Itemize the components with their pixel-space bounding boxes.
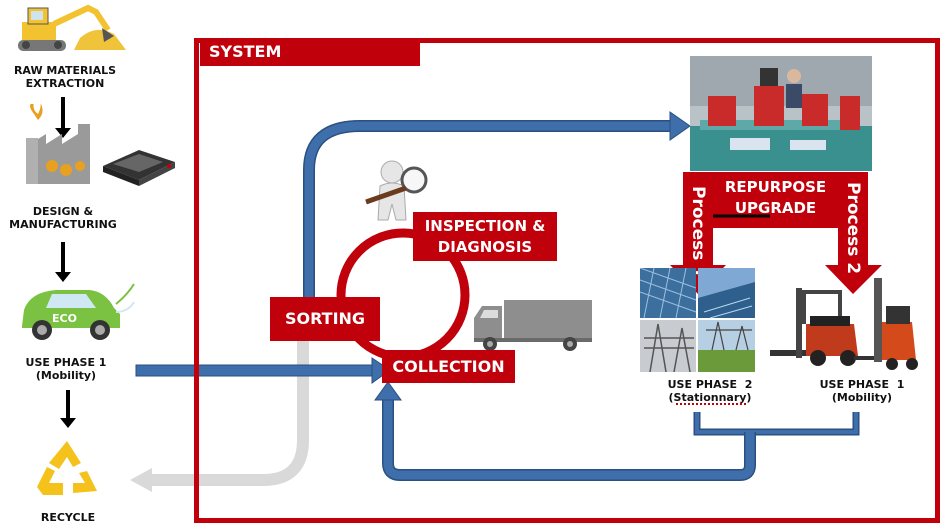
spelling-underline (676, 403, 746, 405)
truck-icon (474, 300, 592, 351)
forklift-photo (770, 278, 918, 370)
eco-badge: ECO (52, 312, 77, 325)
recycle-icon (37, 441, 97, 495)
process-2-label: Process 2 (843, 182, 863, 275)
stationary-energy-photo (640, 268, 755, 372)
system-performance-title: SYSTEM PERFORMANCE (200, 38, 420, 89)
raw-materials-label: RAW MATERIALS EXTRACTION (13, 64, 117, 90)
inspector-figure-icon (365, 160, 428, 221)
collection-box: COLLECTION (382, 350, 515, 383)
inspection-diagnosis-box: INSPECTION & DIAGNOSIS (413, 212, 557, 261)
gray-return-arrow (150, 300, 309, 486)
sorting-to-repurpose-arrow (303, 111, 691, 300)
use-phase-1-right-label: USE PHASE 1 (Mobility) (819, 378, 905, 404)
sorting-box: SORTING (270, 297, 380, 341)
use-phase-1-left-label: USE PHASE 1 (Mobility) (25, 356, 107, 382)
robot-factory-photo (690, 56, 872, 171)
system-performance-frame (194, 38, 940, 523)
use-phase-to-collection-arrow (135, 357, 391, 384)
battery-pack-icon (103, 150, 175, 186)
recycle-label: RECYCLE (40, 511, 96, 524)
eco-car-icon: ECO (22, 283, 135, 340)
return-to-collection-arrow (374, 381, 860, 481)
left-flow-arrows (55, 97, 76, 428)
factory-icon (26, 104, 90, 184)
excavator-icon (18, 4, 126, 51)
process-arrows (670, 172, 882, 294)
repurpose-upgrade-label: REPURPOSE UPGRADE (724, 178, 827, 217)
design-manufacturing-label: DESIGN & MANUFACTURING (9, 205, 117, 231)
use-phase-2-label: USE PHASE 2 (Stationnary) (667, 378, 753, 404)
process-1-label: Process 1 (688, 186, 708, 279)
